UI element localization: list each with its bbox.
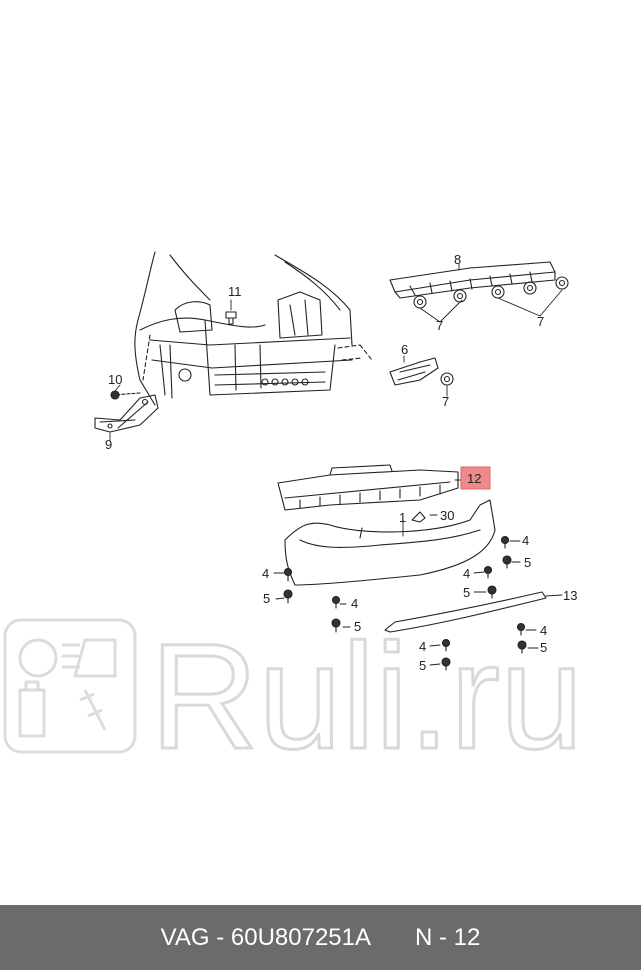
watermark-text: Ruli.ru xyxy=(150,612,583,760)
callout-4f: 4 xyxy=(419,639,426,654)
highlight-box-part-12 xyxy=(460,466,491,490)
bumper-cover-part-1 xyxy=(284,499,496,586)
ruli-watermark: Ruli.ru xyxy=(3,611,585,760)
callout-10: 10 xyxy=(108,372,122,387)
callout-11: 11 xyxy=(228,284,242,299)
callout-7c: 7 xyxy=(442,394,449,409)
part-number: VAG - 60U807251A xyxy=(160,923,371,951)
callout-13: 13 xyxy=(563,588,577,603)
callout-9: 9 xyxy=(105,437,112,452)
retainer-part-8 xyxy=(389,261,556,299)
callout-4c: 4 xyxy=(522,533,529,548)
callout-30: 30 xyxy=(440,508,454,523)
callout-4e: 4 xyxy=(540,623,547,638)
callout-4a: 4 xyxy=(262,566,269,581)
callout-8: 8 xyxy=(454,252,461,267)
callout-7a: 7 xyxy=(436,318,443,333)
callout-5f: 5 xyxy=(419,658,426,673)
bolt-part-10 xyxy=(110,390,141,400)
callout-5b: 5 xyxy=(354,619,361,634)
callout-5e: 5 xyxy=(540,640,547,655)
clip-nuts-part-7 xyxy=(413,276,569,386)
car-rear-body xyxy=(134,251,373,406)
callout-5a: 5 xyxy=(263,591,270,606)
leader-lines xyxy=(109,263,563,666)
page-reference: N - 12 xyxy=(415,923,481,951)
guide-part-6 xyxy=(389,357,439,386)
part-footer: VAG - 60U807251A N - 12 xyxy=(0,905,641,970)
callout-1: 1 xyxy=(399,510,406,525)
callout-4b: 4 xyxy=(351,596,358,611)
screws-parts-4-5 xyxy=(283,535,527,671)
parts-diagram: 8 7 7 7 6 11 10 9 12 1 30 13 4 5 4 5 4 5… xyxy=(94,251,577,673)
callout-12: 12 xyxy=(467,471,481,486)
impact-absorber-part-12 xyxy=(277,464,459,511)
watermark-logo-icon xyxy=(3,618,137,754)
side-bracket-part-9 xyxy=(94,394,159,433)
callout-5d: 5 xyxy=(463,585,470,600)
callout-7b: 7 xyxy=(537,314,544,329)
trim-strip-part-13 xyxy=(384,591,547,633)
clip-part-30 xyxy=(411,511,426,523)
callout-6: 6 xyxy=(401,342,408,357)
callout-4d: 4 xyxy=(463,566,470,581)
clip-part-11 xyxy=(225,311,237,325)
callout-5c: 5 xyxy=(524,555,531,570)
